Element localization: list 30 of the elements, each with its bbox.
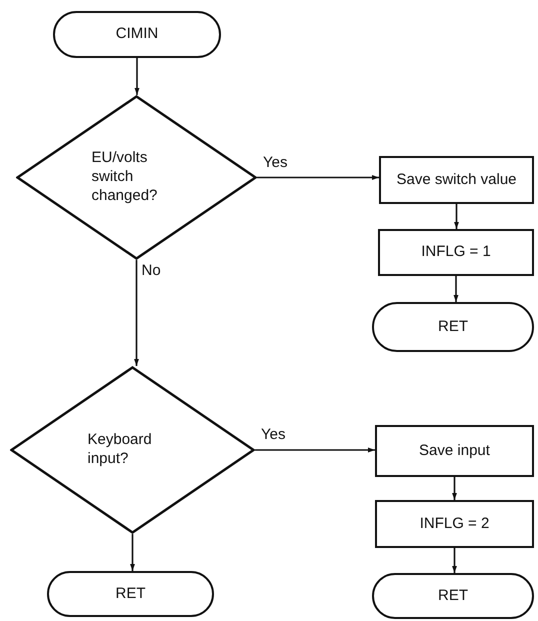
process-box — [375, 500, 534, 548]
process-box — [379, 156, 534, 204]
terminator-box — [53, 11, 221, 58]
node-text: RET — [438, 318, 468, 336]
arrow — [452, 548, 457, 573]
node-text: Save input — [419, 442, 490, 460]
decision-diamond — [16, 95, 257, 260]
node-text: INFLG = 2 — [420, 514, 490, 534]
node-text: Save switch value — [396, 170, 517, 190]
arrow — [255, 448, 375, 452]
process-box — [378, 229, 534, 276]
terminator-box — [372, 302, 534, 352]
terminator-box — [372, 573, 534, 619]
node-text: RET — [116, 584, 146, 604]
arrow — [454, 276, 458, 302]
process-box — [375, 425, 534, 477]
terminator-box — [47, 571, 214, 617]
arrow — [257, 175, 379, 180]
decision-diamond — [10, 366, 255, 534]
node-text: RET — [438, 586, 468, 606]
arrow — [454, 204, 459, 229]
arrow — [134, 260, 139, 366]
arrow — [134, 58, 140, 95]
node-text: EU/volts switch changed? — [92, 149, 158, 206]
arrow — [130, 534, 135, 571]
arrow — [452, 477, 457, 500]
node-text: Keyboard input? — [88, 431, 153, 469]
edge-label: Yes — [261, 154, 290, 170]
node-text: INFLG = 1 — [421, 243, 491, 262]
node-text: CIMIN — [116, 25, 158, 44]
